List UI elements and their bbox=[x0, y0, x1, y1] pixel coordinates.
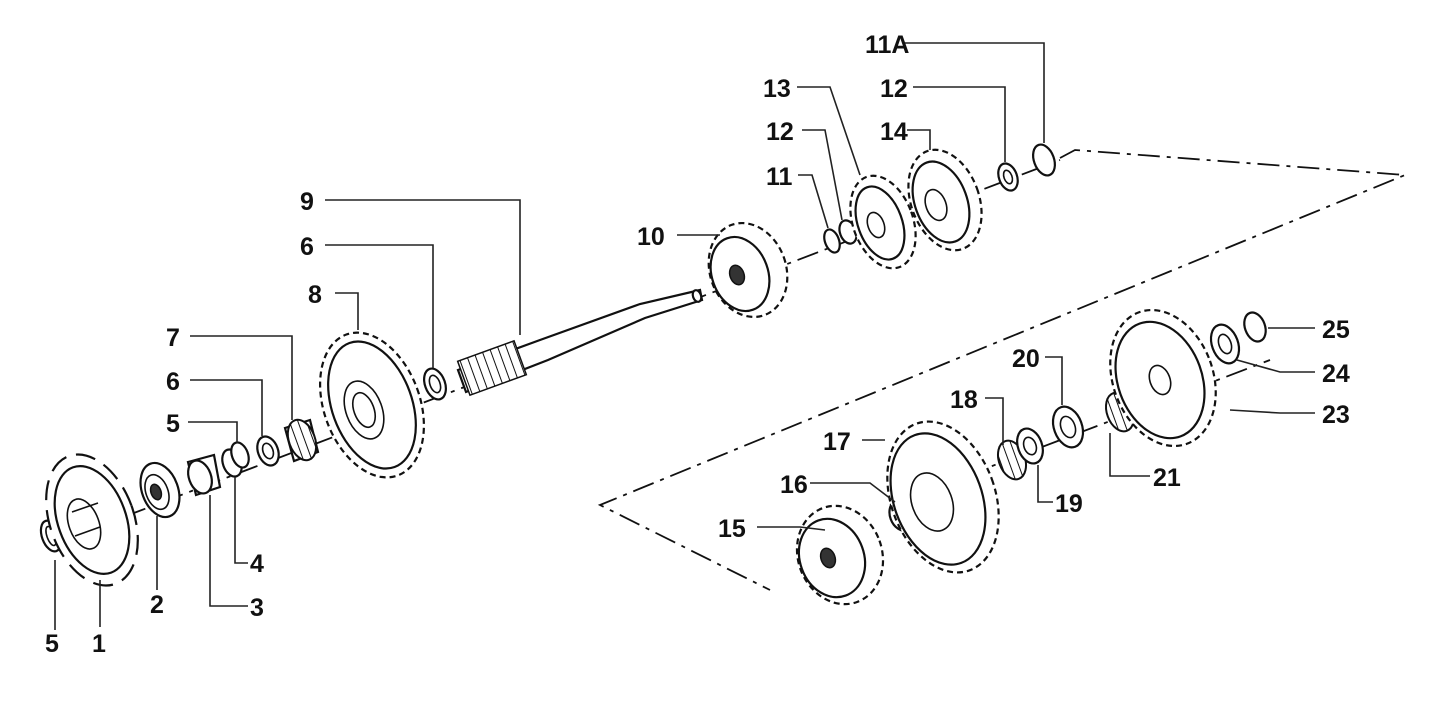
label-6-left: 6 bbox=[166, 368, 180, 396]
label-12-right: 12 bbox=[880, 75, 908, 103]
label-2: 2 bbox=[150, 591, 164, 619]
label-5: 5 bbox=[166, 410, 180, 438]
label-25: 25 bbox=[1322, 316, 1350, 344]
part-12-washer-right bbox=[997, 162, 1019, 192]
part-7-needle-bearing bbox=[283, 418, 320, 463]
label-21: 21 bbox=[1153, 464, 1181, 492]
part-9-mainshaft bbox=[456, 288, 704, 397]
part-19-washer bbox=[1016, 427, 1044, 465]
label-20: 20 bbox=[1012, 345, 1040, 373]
label-5-left: 5 bbox=[45, 630, 59, 658]
label-10: 10 bbox=[637, 223, 665, 251]
label-3: 3 bbox=[250, 594, 264, 622]
label-16: 16 bbox=[780, 471, 808, 499]
part-23-gear bbox=[1109, 308, 1217, 448]
label-23: 23 bbox=[1322, 401, 1350, 429]
label-8: 8 bbox=[308, 281, 322, 309]
part-17-gear bbox=[886, 420, 1000, 574]
label-11: 11 bbox=[766, 163, 793, 191]
part-11-circlip bbox=[823, 228, 841, 254]
part-6-washer-right bbox=[423, 367, 447, 401]
part-20-washer bbox=[1051, 405, 1085, 449]
part-1-sprocket bbox=[45, 453, 139, 587]
label-11a: 11A bbox=[865, 31, 909, 59]
label-19: 19 bbox=[1055, 490, 1083, 518]
label-1: 1 bbox=[92, 630, 106, 658]
label-12-left: 12 bbox=[766, 118, 794, 146]
part-14-gear bbox=[907, 148, 983, 252]
label-17: 17 bbox=[823, 428, 851, 456]
label-6-right: 6 bbox=[300, 233, 314, 261]
label-15: 15 bbox=[718, 515, 746, 543]
part-11a-circlip bbox=[1032, 143, 1056, 177]
part-5-circlip bbox=[230, 441, 250, 469]
label-4: 4 bbox=[250, 550, 264, 578]
label-18: 18 bbox=[950, 386, 978, 414]
part-24-washer bbox=[1209, 323, 1241, 365]
part-13-gear bbox=[849, 174, 917, 270]
part-25-circlip bbox=[1243, 311, 1267, 343]
part-6-washer-left bbox=[256, 435, 280, 467]
label-14: 14 bbox=[880, 118, 908, 146]
part-8-gear bbox=[319, 331, 425, 479]
part-10-gear bbox=[707, 221, 789, 319]
part-15-gear bbox=[795, 504, 885, 606]
part-2-bearing bbox=[139, 461, 181, 519]
label-13: 13 bbox=[763, 75, 791, 103]
label-9: 9 bbox=[300, 188, 314, 216]
label-24: 24 bbox=[1322, 360, 1350, 388]
label-7: 7 bbox=[166, 324, 180, 352]
part-3-bush bbox=[186, 453, 222, 497]
leader-lines bbox=[54, 42, 1315, 630]
